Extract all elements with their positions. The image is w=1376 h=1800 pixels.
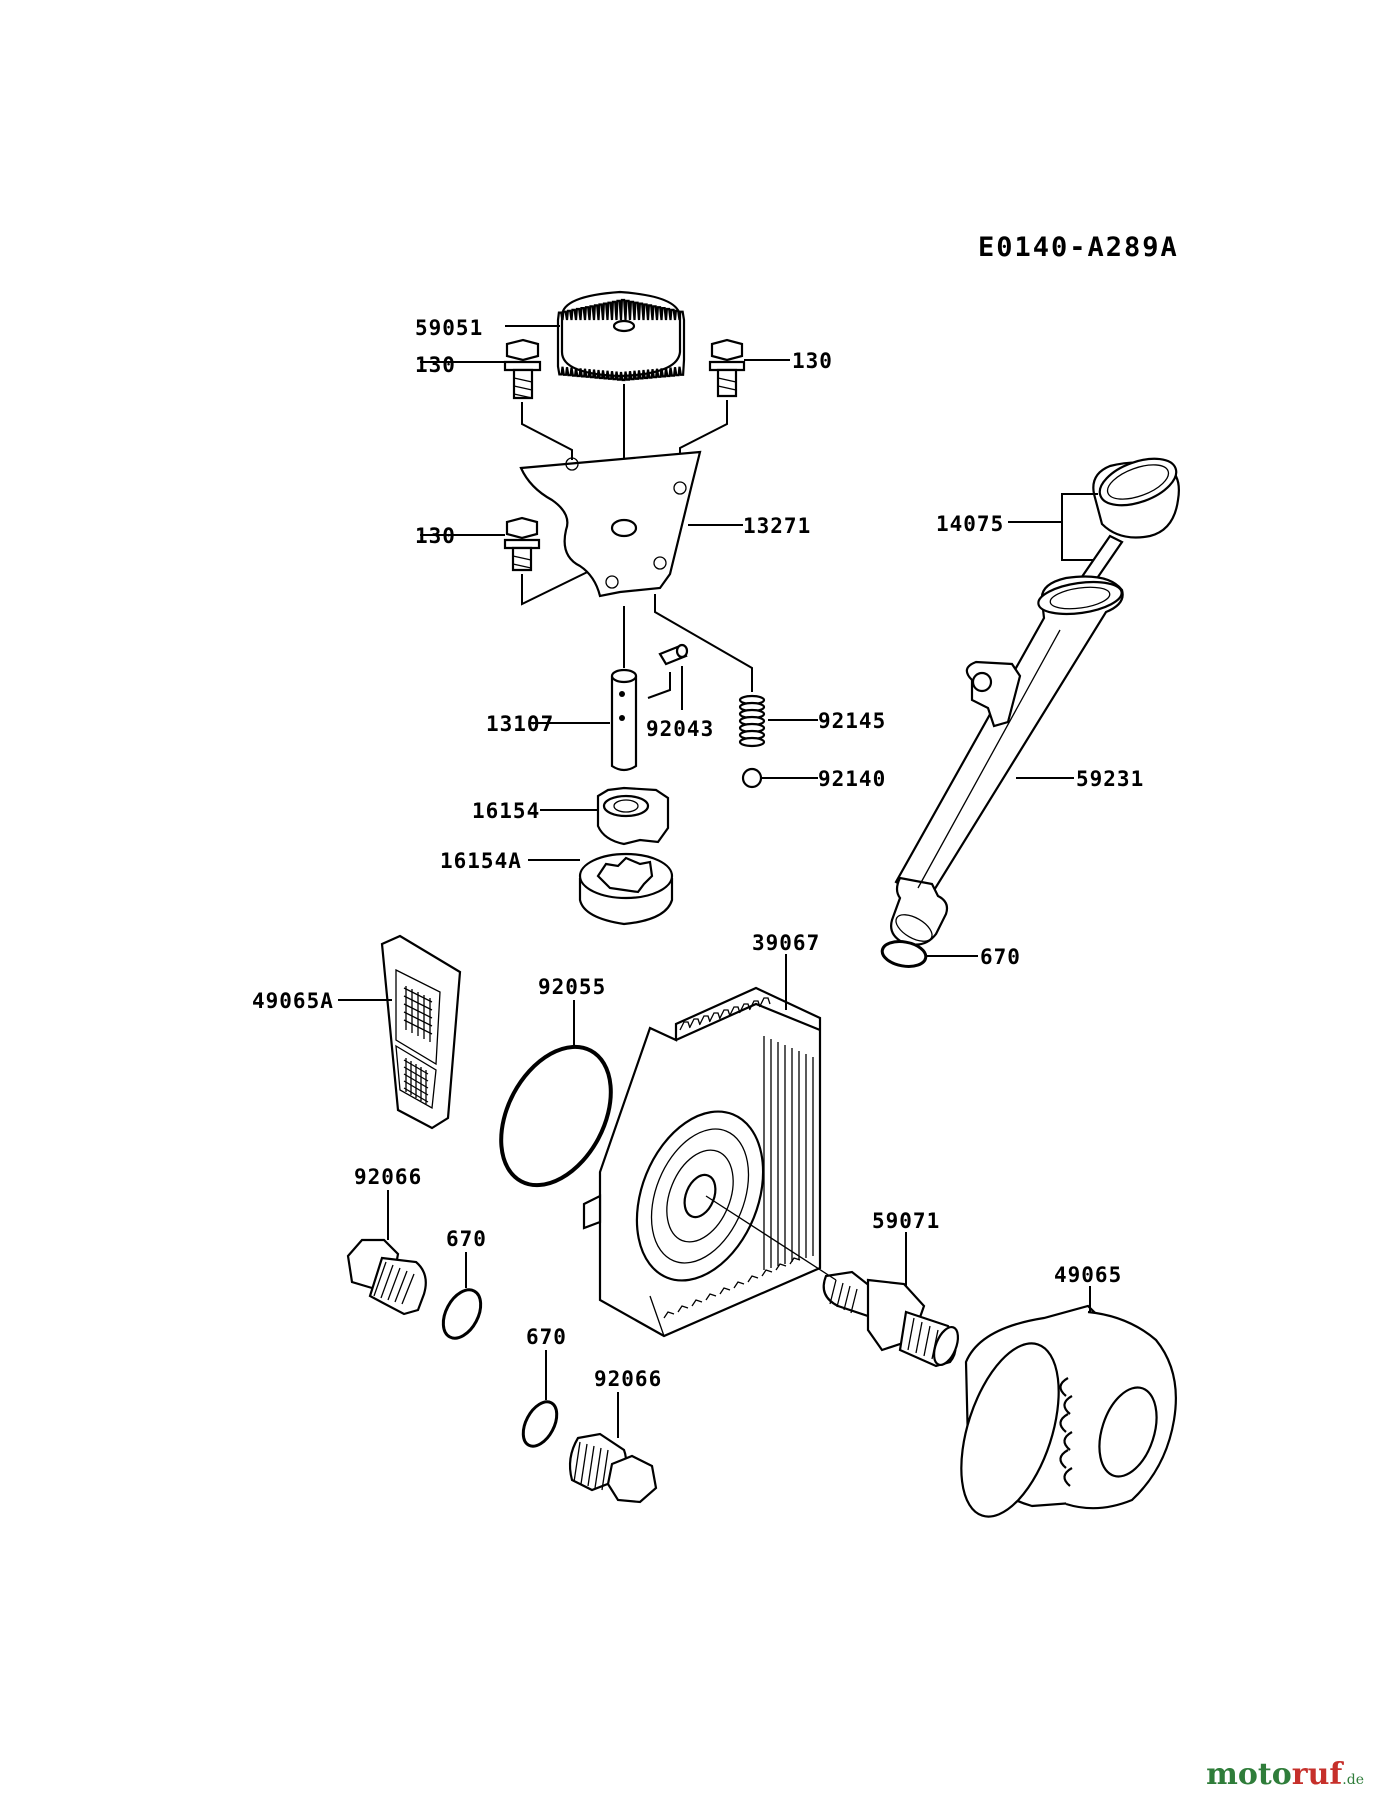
oil-filter-housing — [582, 986, 822, 1338]
label-14075: 14075 — [936, 512, 1004, 536]
o-ring-part-bottom — [521, 1400, 559, 1448]
drain-plug-bottom — [568, 1432, 658, 1504]
label-670-a: 670 — [980, 945, 1021, 969]
pin-part — [658, 643, 689, 666]
label-670-b: 670 — [446, 1227, 487, 1251]
label-92145: 92145 — [818, 709, 886, 733]
brand-watermark: motoruf.de — [1206, 1757, 1364, 1792]
oil-filler-tube — [890, 575, 1124, 946]
filter-nipple — [822, 1270, 960, 1368]
label-13271: 13271 — [743, 514, 811, 538]
label-39067: 39067 — [752, 931, 820, 955]
inner-rotor — [596, 786, 670, 846]
bolt-130-mid-left — [503, 516, 541, 572]
leader-14075 — [1008, 493, 1098, 561]
ball-part — [741, 767, 763, 789]
leader-59071 — [705, 1195, 907, 1286]
bolt-130-top-left — [503, 338, 542, 400]
gear-part — [556, 290, 686, 382]
leader-92043b — [647, 672, 671, 699]
pump-cover-plate — [519, 450, 702, 598]
label-130-a: 130 — [415, 353, 456, 377]
label-59051: 59051 — [415, 316, 483, 340]
label-92140: 92140 — [818, 767, 886, 791]
spring-part — [738, 694, 766, 748]
label-92066-a: 92066 — [354, 1165, 422, 1189]
label-16154: 16154 — [472, 799, 540, 823]
label-130-c: 130 — [415, 524, 456, 548]
watermark-part-b: ruf — [1291, 1757, 1343, 1792]
gasket-ring — [499, 1044, 613, 1188]
label-92043: 92043 — [646, 717, 714, 741]
label-670-c: 670 — [526, 1325, 567, 1349]
leader-13271 — [623, 524, 753, 692]
bolt-130-top-right — [708, 338, 746, 398]
diagram-code: E0140-A289A — [978, 232, 1179, 263]
label-59231: 59231 — [1076, 767, 1144, 791]
o-ring-part — [880, 940, 928, 968]
label-92066-b: 92066 — [594, 1367, 662, 1391]
o-ring-part-left — [441, 1288, 483, 1340]
oil-filter-cartridge — [960, 1304, 1177, 1518]
label-16154A: 16154A — [440, 849, 522, 873]
drain-plug-left — [346, 1238, 427, 1316]
watermark-part-a: moto — [1206, 1757, 1292, 1792]
outer-rotor — [578, 852, 674, 926]
pump-shaft — [610, 668, 638, 772]
watermark-suffix: .de — [1342, 1772, 1364, 1788]
label-49065A: 49065A — [252, 989, 334, 1013]
label-59071: 59071 — [872, 1209, 940, 1233]
label-13107: 13107 — [486, 712, 554, 736]
label-130-b: 130 — [792, 349, 833, 373]
label-92055: 92055 — [538, 975, 606, 999]
oil-strainer-screen — [380, 934, 462, 1130]
label-49065: 49065 — [1054, 1263, 1122, 1287]
